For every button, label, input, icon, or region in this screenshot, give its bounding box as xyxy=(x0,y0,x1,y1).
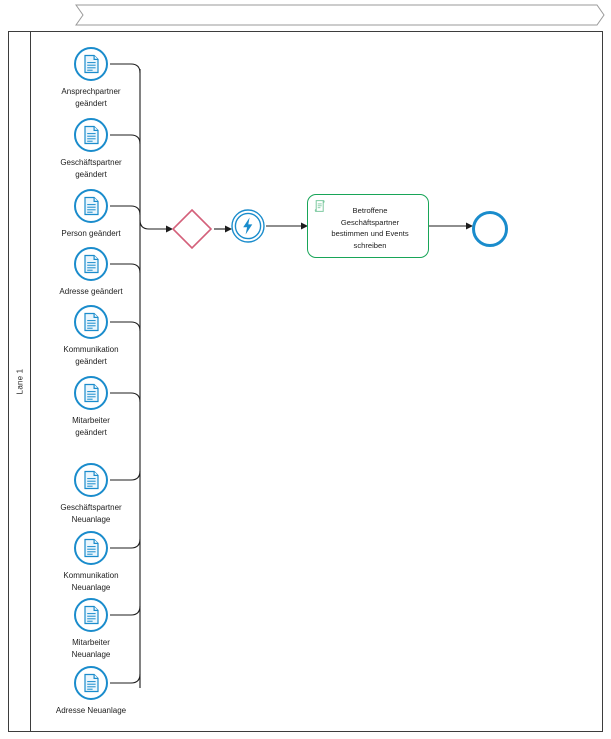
start-event-label: Geschäftspartner Neuanlage xyxy=(60,503,122,524)
start-event-label: Kommunikation geändert xyxy=(63,345,119,366)
start-event-label: Geschäftspartner geändert xyxy=(60,158,122,179)
start-event-label: Kommunikation Neuanlage xyxy=(63,571,119,592)
start-event-ev6[interactable] xyxy=(74,376,108,410)
message-document-icon xyxy=(80,382,102,404)
start-event-ev4[interactable] xyxy=(74,247,108,281)
start-event-label: Person geändert xyxy=(61,229,121,238)
message-document-icon xyxy=(80,253,102,275)
message-document-icon xyxy=(80,124,102,146)
start-event-label: Ansprechpartner geändert xyxy=(61,87,121,108)
start-event-ev2[interactable] xyxy=(74,118,108,152)
lane-body xyxy=(30,31,603,732)
start-event-ev10[interactable] xyxy=(74,666,108,700)
message-document-icon xyxy=(80,311,102,333)
script-task[interactable]: Betroffene Geschäftspartner bestimmen un… xyxy=(307,194,429,258)
message-document-icon xyxy=(80,195,102,217)
message-document-icon xyxy=(80,469,102,491)
start-event-label: Adresse Neuanlage xyxy=(55,706,127,715)
message-document-icon xyxy=(80,53,102,75)
task-label: Betroffene Geschäftspartner bestimmen un… xyxy=(331,206,409,250)
start-event-label: Mitarbeiter Neuanlage xyxy=(71,638,111,659)
start-event-ev5[interactable] xyxy=(74,305,108,339)
message-document-icon xyxy=(80,672,102,694)
end-event[interactable] xyxy=(472,211,508,247)
start-event-ev7[interactable] xyxy=(74,463,108,497)
message-document-icon xyxy=(80,604,102,626)
message-document-icon xyxy=(80,537,102,559)
start-event-label: Mitarbeiter geändert xyxy=(72,416,110,437)
lane-label: Lane 1 xyxy=(15,368,25,395)
lane-header: Lane 1 xyxy=(8,31,31,732)
start-event-ev3[interactable] xyxy=(74,189,108,223)
pool-header-banner xyxy=(75,4,605,26)
exclusive-gateway[interactable] xyxy=(170,207,214,251)
script-icon xyxy=(313,199,327,213)
start-event-ev8[interactable] xyxy=(74,531,108,565)
start-event-ev1[interactable] xyxy=(74,47,108,81)
start-event-label: Adresse geändert xyxy=(59,287,123,296)
start-event-ev9[interactable] xyxy=(74,598,108,632)
signal-intermediate-event[interactable] xyxy=(230,208,266,244)
